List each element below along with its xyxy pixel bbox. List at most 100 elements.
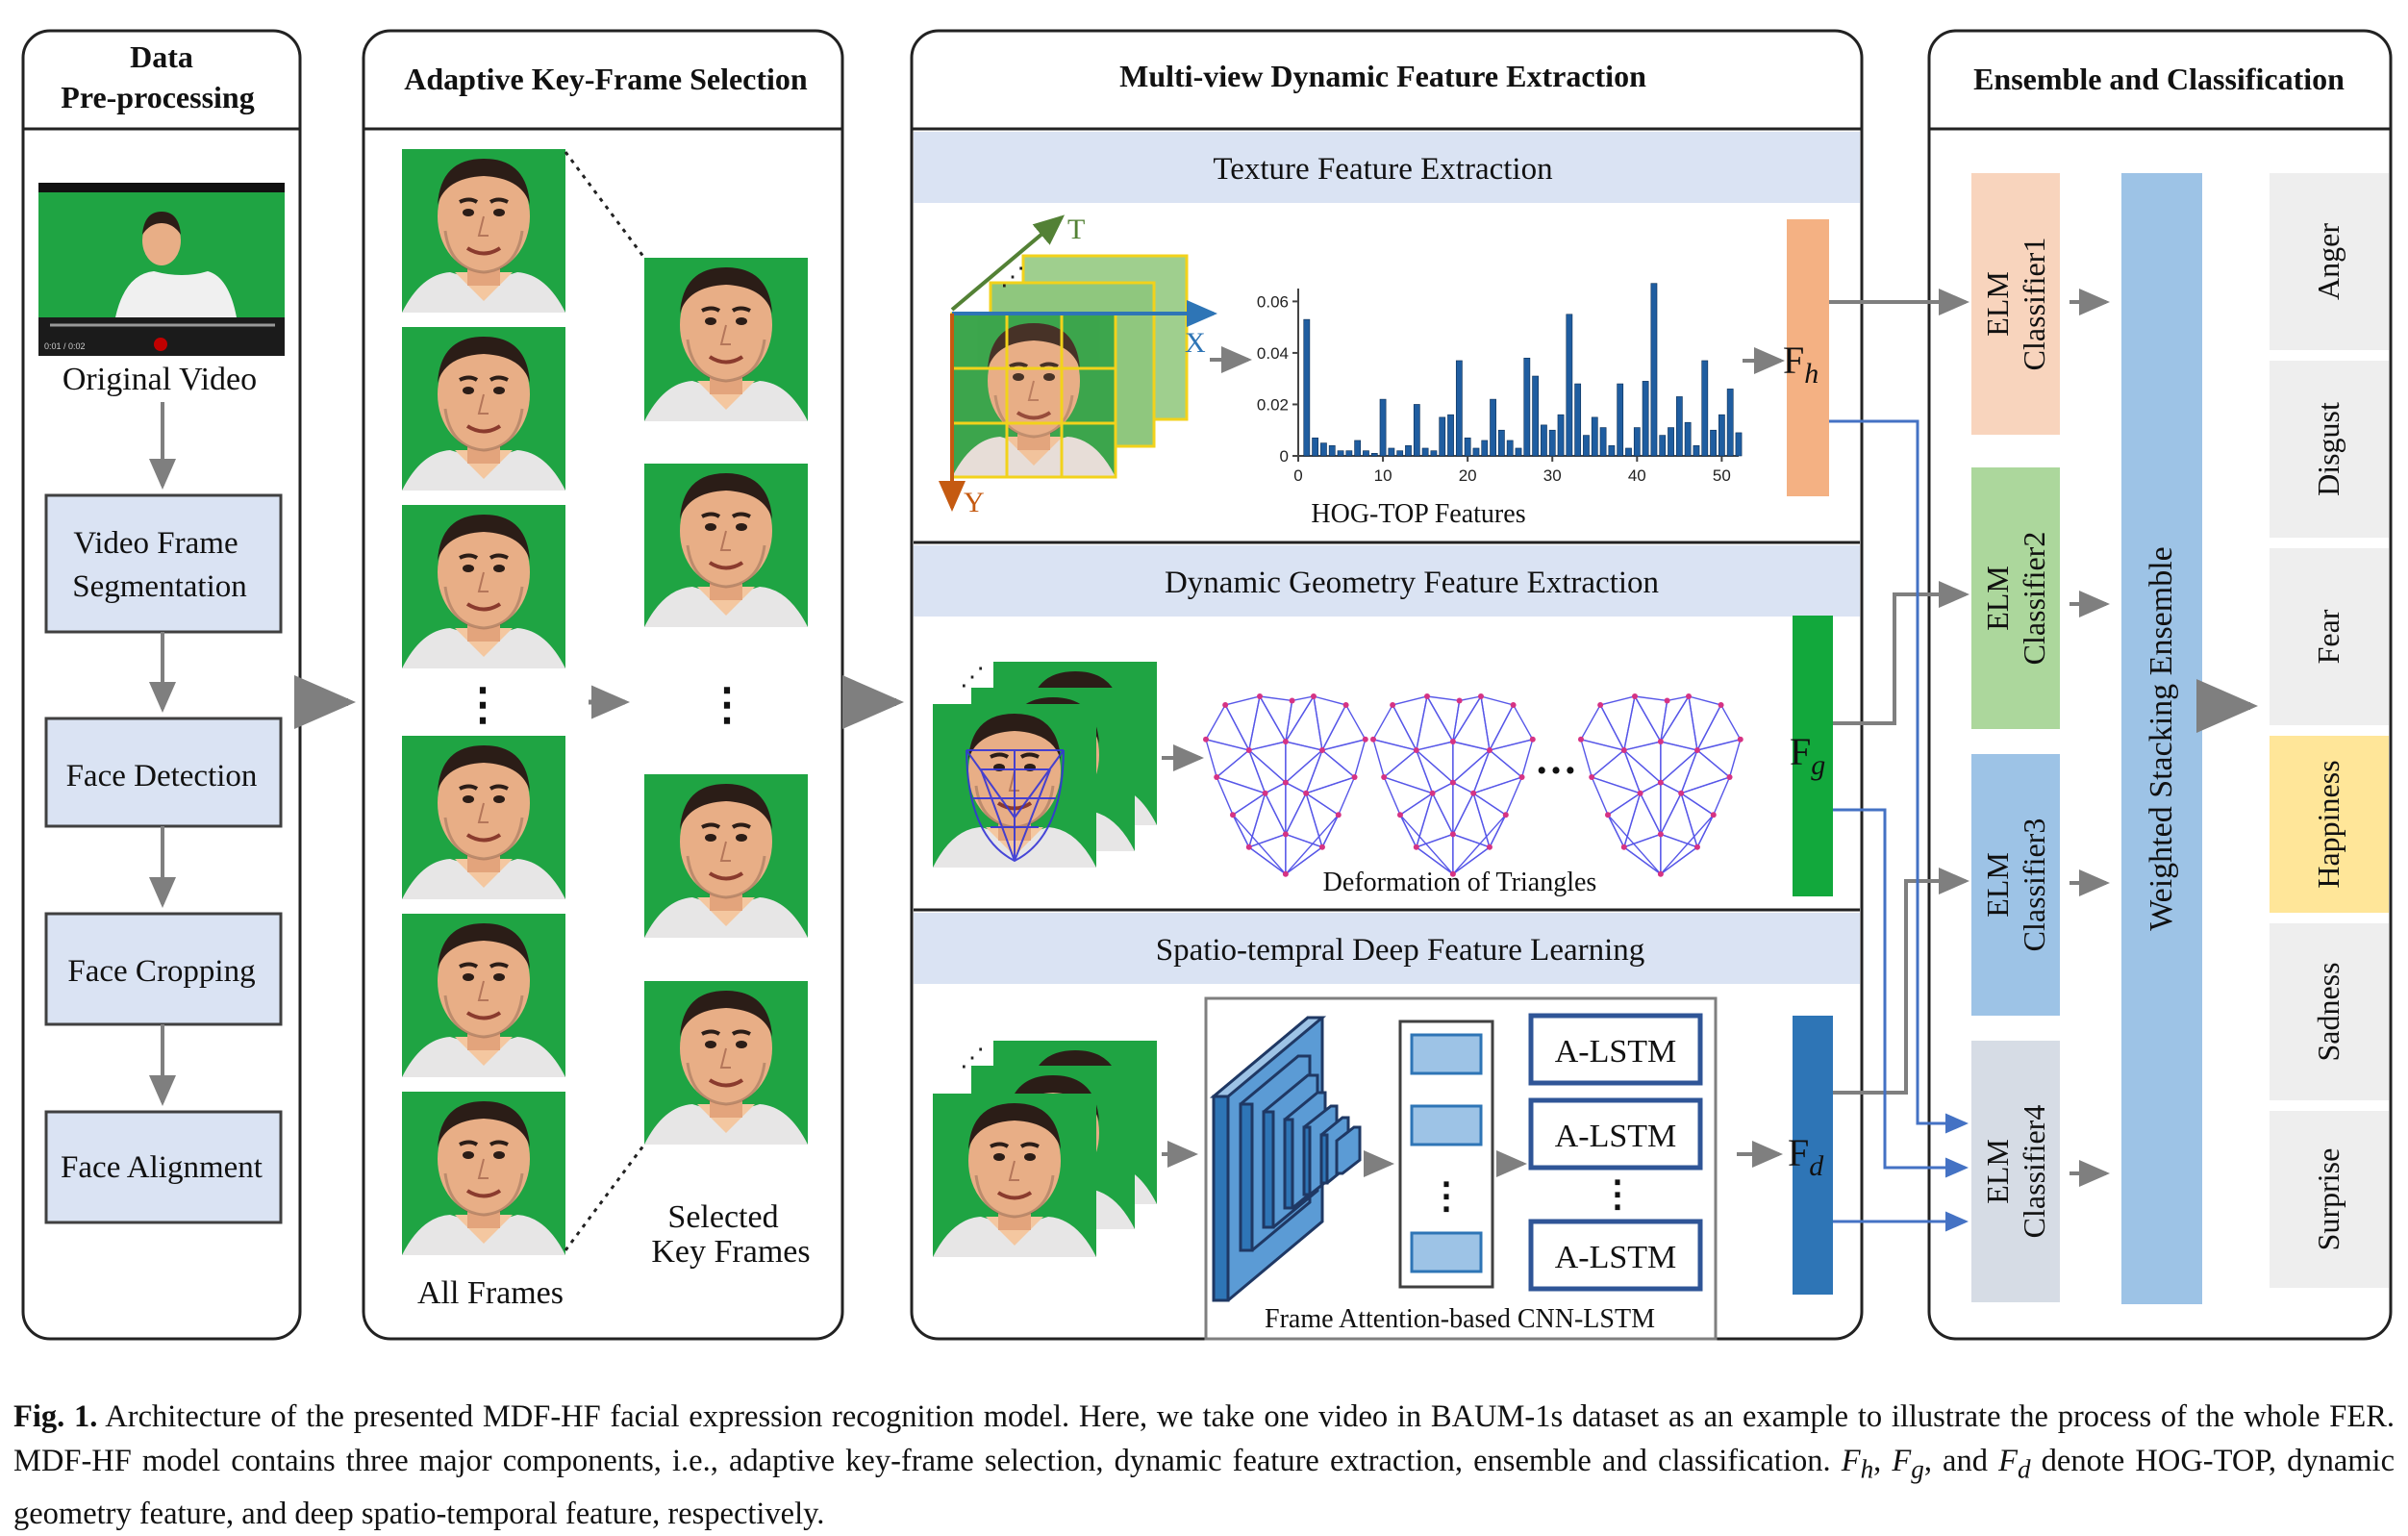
- histogram-bar: [1710, 429, 1717, 457]
- histogram-bar: [1515, 447, 1522, 457]
- all-frame-4: [400, 734, 567, 901]
- mesh-ellipsis: …: [1535, 736, 1577, 783]
- cnn-lstm-caption: Frame Attention-based CNN-LSTM: [1265, 1304, 1655, 1334]
- all-frame-3: [400, 503, 567, 670]
- a-lstm-1-label: A-LSTM: [1555, 1034, 1677, 1070]
- histogram-bar: [1532, 375, 1539, 457]
- emotion-fear: [2270, 548, 2389, 725]
- all-frame-5: [400, 912, 567, 1079]
- y-tick-label: 0: [1280, 447, 1289, 466]
- fh-feature-bar: [1787, 219, 1829, 496]
- histogram-bar: [1396, 450, 1404, 457]
- classifier-3: ELM Classifier3: [1971, 754, 2060, 1016]
- classifier-1-line2: Classifier1: [2017, 238, 2051, 371]
- classifier-4: ELM Classifier4: [1971, 1041, 2060, 1302]
- a-lstm-3: [1528, 1219, 1703, 1292]
- y-tick-label: 0.04: [1257, 344, 1289, 363]
- landmark-mesh: [966, 749, 1065, 863]
- emotion-label: Happiness: [2311, 760, 2345, 888]
- histogram-bar: [1583, 435, 1590, 457]
- x-tick-label: 20: [1459, 466, 1477, 485]
- ensemble-label: Weighted Stacking Ensemble: [2144, 546, 2179, 931]
- selected-label-line2: Key Frames: [651, 1234, 810, 1270]
- feature-vector-1: [1410, 1033, 1483, 1075]
- texture-header-text: Texture Feature Extraction: [1213, 152, 1552, 187]
- all-frames-ellipsis: ⋮: [461, 680, 505, 729]
- original-video-label: Original Video: [63, 362, 257, 397]
- classifier-1-line1: ELM: [1980, 271, 2015, 337]
- histogram-bar: [1633, 427, 1641, 457]
- fh-label: Fh: [1783, 339, 1819, 390]
- key-frame-4: [642, 979, 810, 1146]
- feature-extraction-title: Multi-view Dynamic Feature Extraction: [1119, 59, 1646, 93]
- histogram-bar: [1659, 435, 1667, 457]
- geometry-header-text: Dynamic Geometry Feature Extraction: [1165, 566, 1659, 600]
- hog-top-caption: HOG-TOP Features: [1311, 499, 1525, 529]
- histogram-bar: [1388, 447, 1395, 457]
- deep-frame-front: [931, 1092, 1098, 1259]
- histogram-bar: [1421, 447, 1429, 457]
- emotion-happiness: [2270, 736, 2389, 913]
- all-frames-label: All Frames: [417, 1275, 564, 1311]
- video-time: 0:01 / 0:02: [44, 341, 86, 351]
- x-tick-label: 40: [1628, 466, 1646, 485]
- fd-label: Fd: [1788, 1131, 1824, 1182]
- all-frame-2: [400, 325, 567, 492]
- histogram-bar: [1447, 414, 1454, 457]
- emotion-surprise: [2270, 1111, 2389, 1288]
- axis-y-label: Y: [964, 487, 985, 518]
- histogram-bar: [1693, 444, 1700, 457]
- a-lstm-2-label: A-LSTM: [1555, 1119, 1677, 1154]
- histogram-bar: [1363, 450, 1369, 457]
- histogram-bar: [1625, 447, 1632, 457]
- histogram-bar: [1718, 414, 1725, 457]
- selected-label-line1: Selected: [667, 1199, 778, 1235]
- histogram-bar: [1430, 450, 1438, 457]
- emotion-disgust: [2270, 361, 2389, 538]
- histogram-bar: [1574, 383, 1582, 457]
- emotion-sadness: [2270, 923, 2389, 1100]
- histogram-bar: [1668, 427, 1674, 457]
- axis-t-label: T: [1067, 214, 1085, 245]
- fd-feature-bar: [1793, 1016, 1833, 1295]
- triangle-mesh-3: [1578, 693, 1743, 877]
- step-3-label: Face Cropping: [67, 954, 255, 989]
- preprocessing-title-line2: Pre-processing: [61, 80, 254, 114]
- triangle-mesh-1: [1203, 693, 1368, 877]
- histogram-bar: [1701, 360, 1709, 457]
- deep-header: [914, 913, 1860, 984]
- histogram-bar: [1726, 389, 1734, 457]
- classifier-4-line1: ELM: [1980, 1139, 2015, 1204]
- feature-vector-2: [1410, 1104, 1483, 1146]
- emotion-label: Fear: [2311, 609, 2345, 664]
- step-face-detection: [44, 717, 283, 828]
- step-video-frame-segmentation: [44, 493, 283, 634]
- a-lstm-2: [1528, 1097, 1703, 1171]
- y-tick-label: 0.06: [1257, 292, 1289, 311]
- x-tick-label: 0: [1293, 466, 1302, 485]
- step-2-label: Face Detection: [66, 759, 258, 793]
- histogram-bar: [1650, 283, 1658, 457]
- histogram-bar: [1472, 447, 1480, 457]
- histogram-bar: [1548, 429, 1556, 457]
- histogram-bar: [1523, 357, 1531, 457]
- emotion-label: Surprise: [2311, 1148, 2345, 1251]
- geometry-header: [914, 545, 1860, 617]
- histogram-bar: [1455, 360, 1463, 457]
- feature-connectors: [1829, 289, 1969, 1232]
- classifier-4-line2: Classifier4: [2017, 1105, 2051, 1239]
- histogram-bar: [1506, 440, 1514, 457]
- histogram-bar: [1370, 453, 1378, 457]
- original-video-thumbnail: 0:01 / 0:02: [38, 183, 285, 356]
- fg-feature-bar: [1793, 616, 1833, 896]
- histogram-bar: [1345, 450, 1353, 457]
- a-lstm-3-label: A-LSTM: [1555, 1240, 1677, 1275]
- texture-header: [914, 132, 1860, 203]
- emotion-label: Anger: [2311, 223, 2345, 300]
- x-tick-label: 30: [1543, 466, 1562, 485]
- step-4-label: Face Alignment: [61, 1150, 263, 1185]
- triangle-mesh-2: [1370, 693, 1536, 877]
